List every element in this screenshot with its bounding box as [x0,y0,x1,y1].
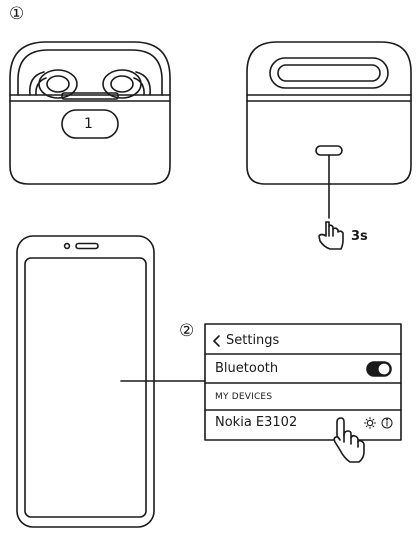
hand-tap-icon [333,417,365,463]
pairing-button [315,145,343,156]
left-earbud [28,69,78,99]
press-duration-label: 3s [351,229,368,244]
front-camera [63,242,71,250]
right-earbud [102,69,152,99]
settings-panel [204,323,402,441]
step-1-marker: ① [9,4,25,24]
device-name[interactable]: Nokia E3102 [215,415,298,430]
info-icon[interactable] [381,417,393,429]
finger-press-icon [318,221,344,250]
phone [16,235,206,528]
settings-title: Settings [226,333,280,348]
gear-icon[interactable] [364,417,376,429]
chevron-left-icon [213,335,220,347]
step-2-marker: ② [179,321,195,341]
open-case [9,41,171,185]
earpiece [75,242,99,250]
case-indicator-glyph: 1 [84,116,93,132]
bluetooth-label: Bluetooth [215,361,279,376]
bluetooth-toggle[interactable] [366,361,392,377]
my-devices-header: MY DEVICES [215,392,273,402]
case-indicator [61,109,119,139]
closed-case-back [246,41,412,219]
